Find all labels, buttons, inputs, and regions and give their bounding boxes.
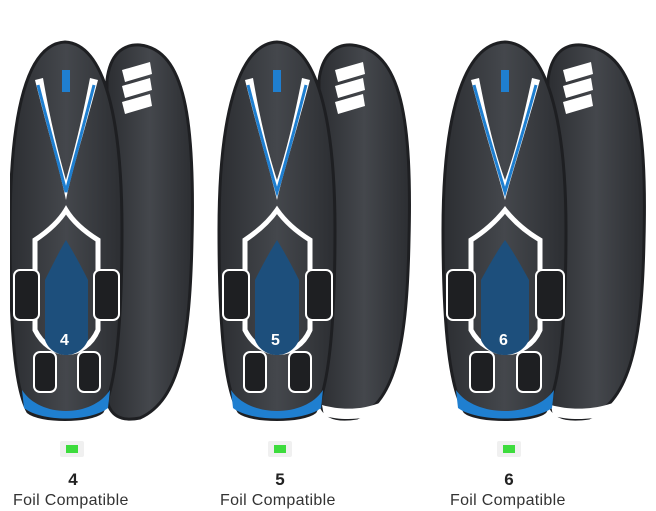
- foil-badge: [497, 441, 521, 457]
- foil-compatible-label: Foil Compatible: [220, 492, 336, 509]
- board-size: 4: [68, 470, 78, 489]
- foil-compatible-label: Foil Compatible: [13, 492, 129, 509]
- foil-badge: [60, 441, 84, 457]
- deck-size-number: 4: [60, 332, 69, 349]
- board-bottom-view: [105, 43, 194, 421]
- board-image: 5: [217, 40, 411, 421]
- board-deck-view: [10, 40, 124, 421]
- foil-badge: [268, 441, 292, 457]
- foil-compatible-label: Foil Compatible: [450, 492, 566, 509]
- board-size: 5: [275, 470, 285, 489]
- product-card-5[interactable]: 5 5 Foil Compatible: [217, 0, 427, 511]
- board-deck-view: [217, 40, 337, 421]
- product-card-6[interactable]: 6 6 Foil Compatible: [441, 0, 653, 511]
- board-deck-view: [441, 40, 568, 421]
- board-image: 6: [441, 40, 646, 421]
- board-bottom-view: [546, 43, 646, 421]
- deck-size-number: 6: [499, 332, 508, 349]
- board-image: 4: [10, 40, 194, 421]
- board-bottom-view: [317, 43, 411, 421]
- product-card-4[interactable]: 4 4 Foil Compatible: [10, 0, 210, 511]
- deck-size-number: 5: [271, 332, 280, 349]
- board-size: 6: [504, 470, 514, 489]
